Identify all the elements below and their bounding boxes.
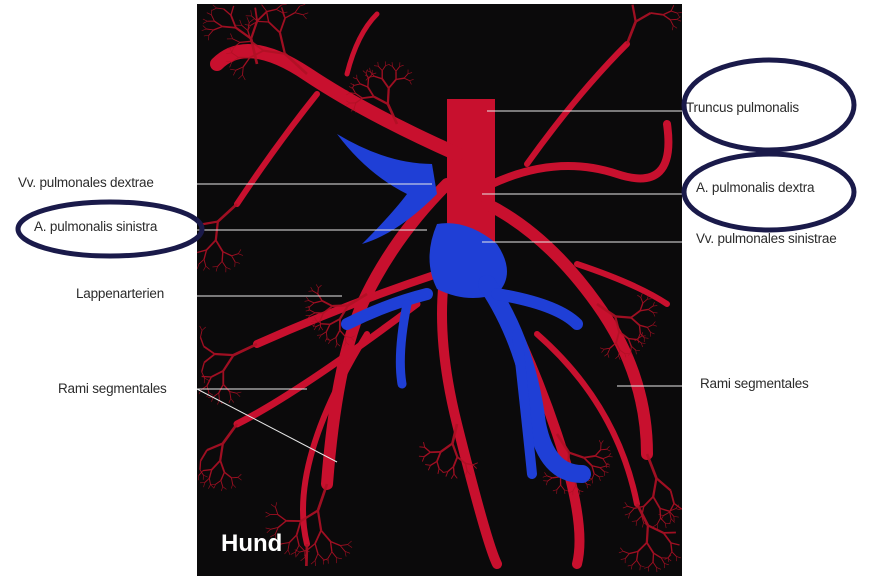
label-rami-segmentales-left: Rami segmentales [58, 381, 167, 396]
label-a-pulmonalis-sinistra: A. pulmonalis sinistra [34, 219, 157, 234]
lung-cast-photo [197, 4, 682, 576]
label-a-pulmonalis-dextra: A. pulmonalis dextra [696, 180, 814, 195]
label-truncus-pulmonalis: Truncus pulmonalis [686, 100, 799, 115]
label-vv-pulmonales-dextrae: Vv. pulmonales dextrae [18, 175, 154, 190]
species-caption: Hund [221, 530, 282, 558]
label-vv-pulmonales-sinistrae: Vv. pulmonales sinistrae [696, 231, 837, 246]
label-lappenarterien: Lappenarterien [76, 286, 164, 301]
label-rami-segmentales-right: Rami segmentales [700, 376, 809, 391]
vascular-cast-illustration [197, 4, 682, 576]
